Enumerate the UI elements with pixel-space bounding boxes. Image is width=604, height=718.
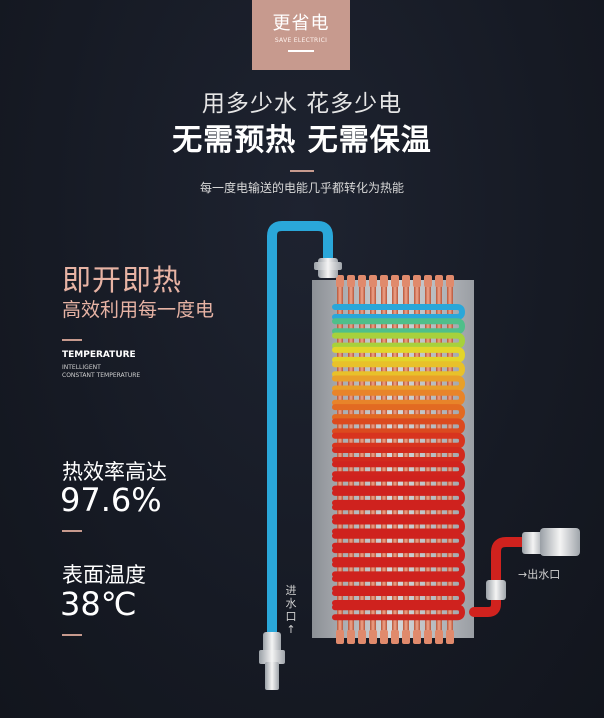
tube-cap [435, 630, 443, 644]
temperature-title: TEMPERATURE [62, 350, 136, 360]
tube-cap [413, 630, 421, 644]
heating-coil-loop [332, 389, 466, 406]
tube-cap [358, 275, 366, 287]
temperature-line1: INTELLIGENT [62, 364, 101, 371]
tube-cap [336, 275, 344, 287]
heating-coil-loop [332, 432, 466, 449]
tube-cap [424, 630, 432, 644]
heating-coil-loop [332, 404, 466, 421]
tube-cap [446, 275, 454, 287]
heating-coil-loop [332, 375, 466, 392]
heating-coil-loop [332, 304, 466, 320]
efficiency-value: 97.6% [60, 481, 162, 519]
instant-heat-subtitle: 高效利用每一度电 [62, 299, 215, 321]
tube-cap [347, 275, 355, 287]
tube-cap [347, 630, 355, 644]
tube-cap [391, 275, 399, 287]
cold-water-pipe [267, 221, 333, 645]
headline-line1: 用多少水 花多少电 [201, 91, 403, 117]
heating-coil-loop [332, 518, 466, 535]
tube-cap [424, 275, 432, 287]
heating-coil-loop [332, 461, 466, 478]
tube-cap [336, 630, 344, 644]
headline-subtitle: 每一度电输送的电能几乎都转化为热能 [199, 181, 404, 195]
headline-divider [290, 170, 314, 172]
outlet-label: →出水口 [518, 568, 561, 581]
heating-coil-loop [332, 447, 466, 463]
tube-cap [446, 630, 454, 644]
tube-cap [380, 630, 388, 644]
efficiency-label: 热效率高达 [62, 460, 167, 484]
heating-coil-loop [332, 590, 466, 606]
inlet-valve-top [314, 258, 342, 278]
heating-coil-loop [332, 418, 466, 435]
stat-divider-1 [62, 530, 82, 532]
surface-temp-value: 38℃ [60, 585, 137, 623]
badge-title: 更省电 [272, 13, 330, 34]
tube-cap [380, 275, 388, 287]
tube-cap [369, 630, 377, 644]
surface-temp-label: 表面温度 [62, 563, 146, 587]
heating-coil-loop [332, 575, 466, 592]
left-divider [62, 339, 82, 341]
inlet-label: 进水口↑ [285, 584, 297, 636]
inlet-valve-bottom [259, 632, 285, 690]
heating-coil-loop [332, 547, 466, 564]
heating-coil-loop [332, 604, 466, 621]
heating-coil-loop [332, 489, 466, 506]
heating-coil-loop [332, 332, 466, 349]
heating-coil-loop [332, 504, 466, 521]
headline-line2: 无需预热 无需保温 [172, 123, 432, 158]
instant-heat-title: 即开即热 [62, 263, 183, 297]
temperature-line2: CONSTANT TEMPERATURE [62, 372, 141, 379]
heating-coil-loop [332, 346, 466, 363]
tube-cap [402, 630, 410, 644]
tube-cap [391, 630, 399, 644]
stat-divider-2 [62, 634, 82, 636]
badge-underline [288, 50, 314, 52]
heating-coil-loop [332, 561, 466, 578]
tube-cap [435, 275, 443, 287]
heating-coils [332, 304, 466, 621]
save-electricity-badge: 更省电 SAVE ELECTRICI [252, 0, 350, 70]
outlet-valve [486, 528, 580, 600]
heating-coil-loop [332, 475, 466, 492]
tube-cap [402, 275, 410, 287]
hot-water-pipe [469, 537, 535, 617]
badge-subtitle: SAVE ELECTRICI [274, 37, 328, 44]
tube-cap [358, 630, 366, 644]
heating-coil-loop [332, 532, 466, 549]
tube-cap [413, 275, 421, 287]
heating-coil-loop [332, 361, 466, 378]
heating-coil-loop [332, 318, 466, 335]
tube-cap [369, 275, 377, 287]
